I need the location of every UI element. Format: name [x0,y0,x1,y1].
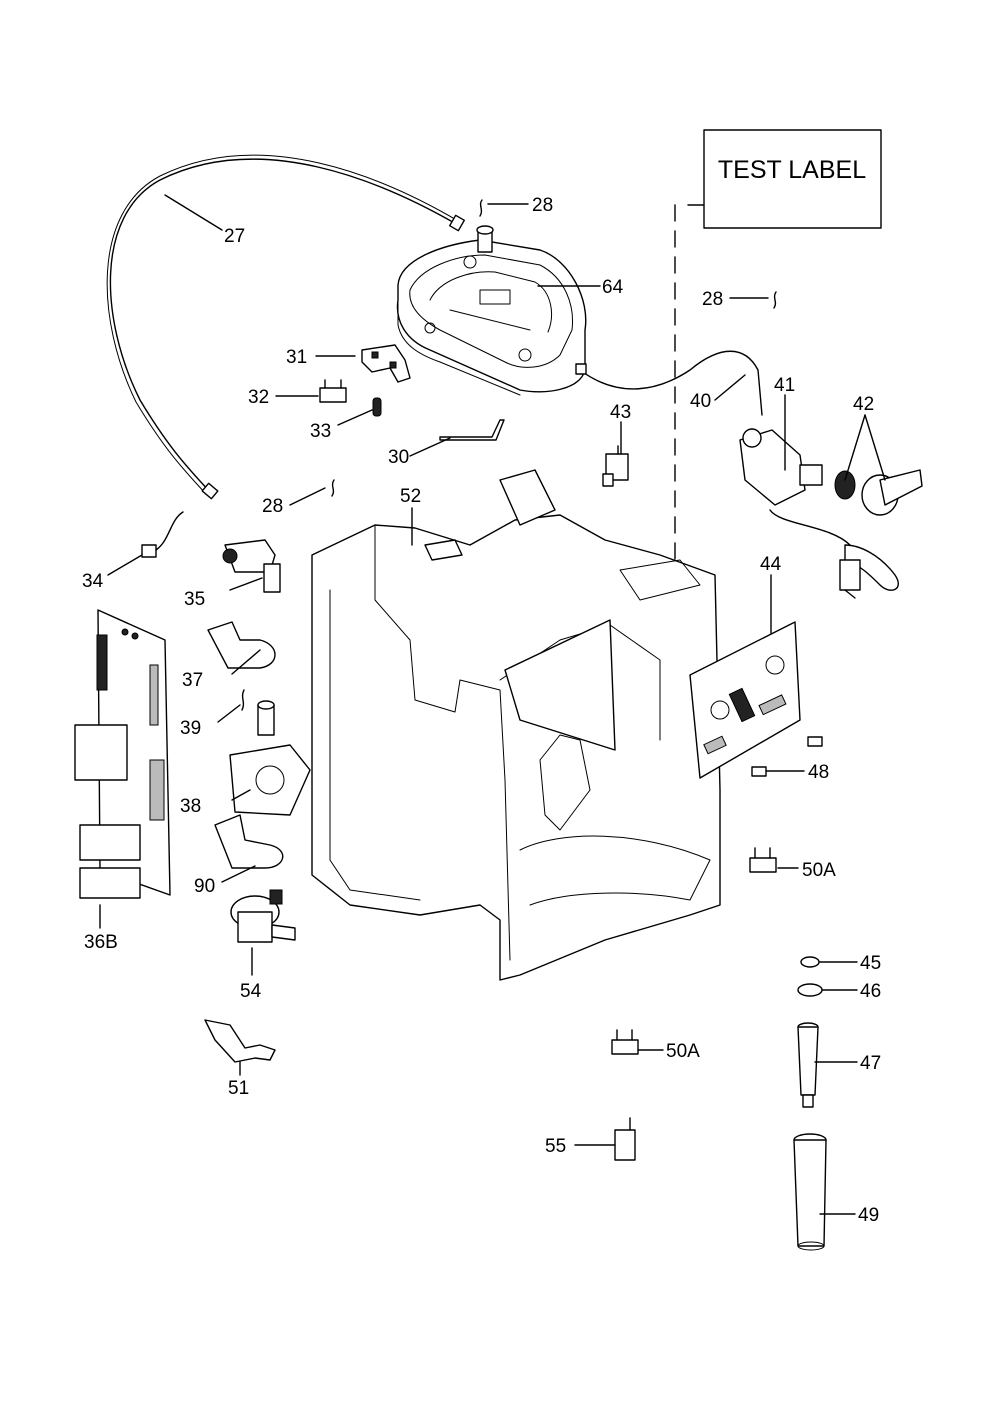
clip-28a [479,199,483,217]
callout-31: 31 [286,347,307,368]
power-board-36b [74,609,171,899]
control-board-44 [689,621,801,779]
callout-46: 46 [860,981,881,1002]
callout-47: 47 [860,1053,881,1074]
sensor-34 [141,511,184,558]
pin-30 [439,419,505,441]
callout-34: 34 [82,571,104,592]
oring-46 [797,983,823,997]
switch-50a-1 [749,847,777,873]
steam-valve-41 [739,428,899,599]
boiler-cover-64 [396,225,587,396]
knob-42 [834,469,923,516]
hinge-55 [614,1117,636,1161]
callout-27: 27 [224,226,245,247]
callout-28a: 28 [532,195,553,216]
tube-49 [793,1133,827,1251]
connector-48b [751,766,767,777]
callout-52: 52 [400,486,421,507]
callout-28b: 28 [702,289,723,310]
pump-38 [229,700,311,816]
callout-30: 30 [388,447,409,468]
filter-51 [204,1019,276,1063]
microswitch-43 [602,445,629,487]
switch-50a-2 [611,1029,639,1055]
switch-32 [319,379,347,403]
callouts: 28 27 64 28 31 32 33 30 40 41 42 43 28 5… [82,195,881,1226]
callout-54: 54 [240,981,262,1002]
callout-50a-1: 50A [802,860,836,881]
housing-52 [311,469,721,981]
callout-36b: 36B [84,932,118,953]
callout-40: 40 [690,391,711,412]
callout-37: 37 [182,670,203,691]
callout-39: 39 [180,718,201,739]
callout-90: 90 [194,876,215,897]
leader-lines [99,194,886,1215]
clip-39 [241,689,245,711]
callout-43: 43 [610,402,631,423]
callout-41: 41 [774,375,795,396]
test-label-text: TEST LABEL [718,156,866,184]
valve-35 [222,539,281,593]
hose-27 [106,154,466,500]
connector-48a [807,736,823,747]
callout-33: 33 [310,421,331,442]
callout-32: 32 [248,387,269,408]
bracket-37 [207,621,276,669]
callout-49: 49 [858,1205,879,1226]
callout-45: 45 [860,953,881,974]
callout-50a-2: 50A [666,1041,700,1062]
callout-55: 55 [545,1136,566,1157]
callout-51: 51 [228,1078,249,1099]
oring-45 [800,956,820,968]
bracket-31 [361,344,411,383]
tube-40 [575,350,763,416]
clip-28b [773,291,777,309]
clip-28c [331,479,335,497]
flowmeter-54 [230,889,296,943]
callout-35: 35 [184,589,205,610]
callout-38: 38 [180,796,201,817]
callout-44: 44 [760,554,782,575]
callout-48: 48 [808,762,829,783]
nozzle-47 [797,1022,819,1108]
callout-42: 42 [853,394,874,415]
callout-64: 64 [602,277,624,298]
callout-28c: 28 [262,496,283,517]
bracket-90 [214,814,284,869]
spring-33 [372,397,382,417]
test-label-box: TEST LABEL [674,129,882,561]
